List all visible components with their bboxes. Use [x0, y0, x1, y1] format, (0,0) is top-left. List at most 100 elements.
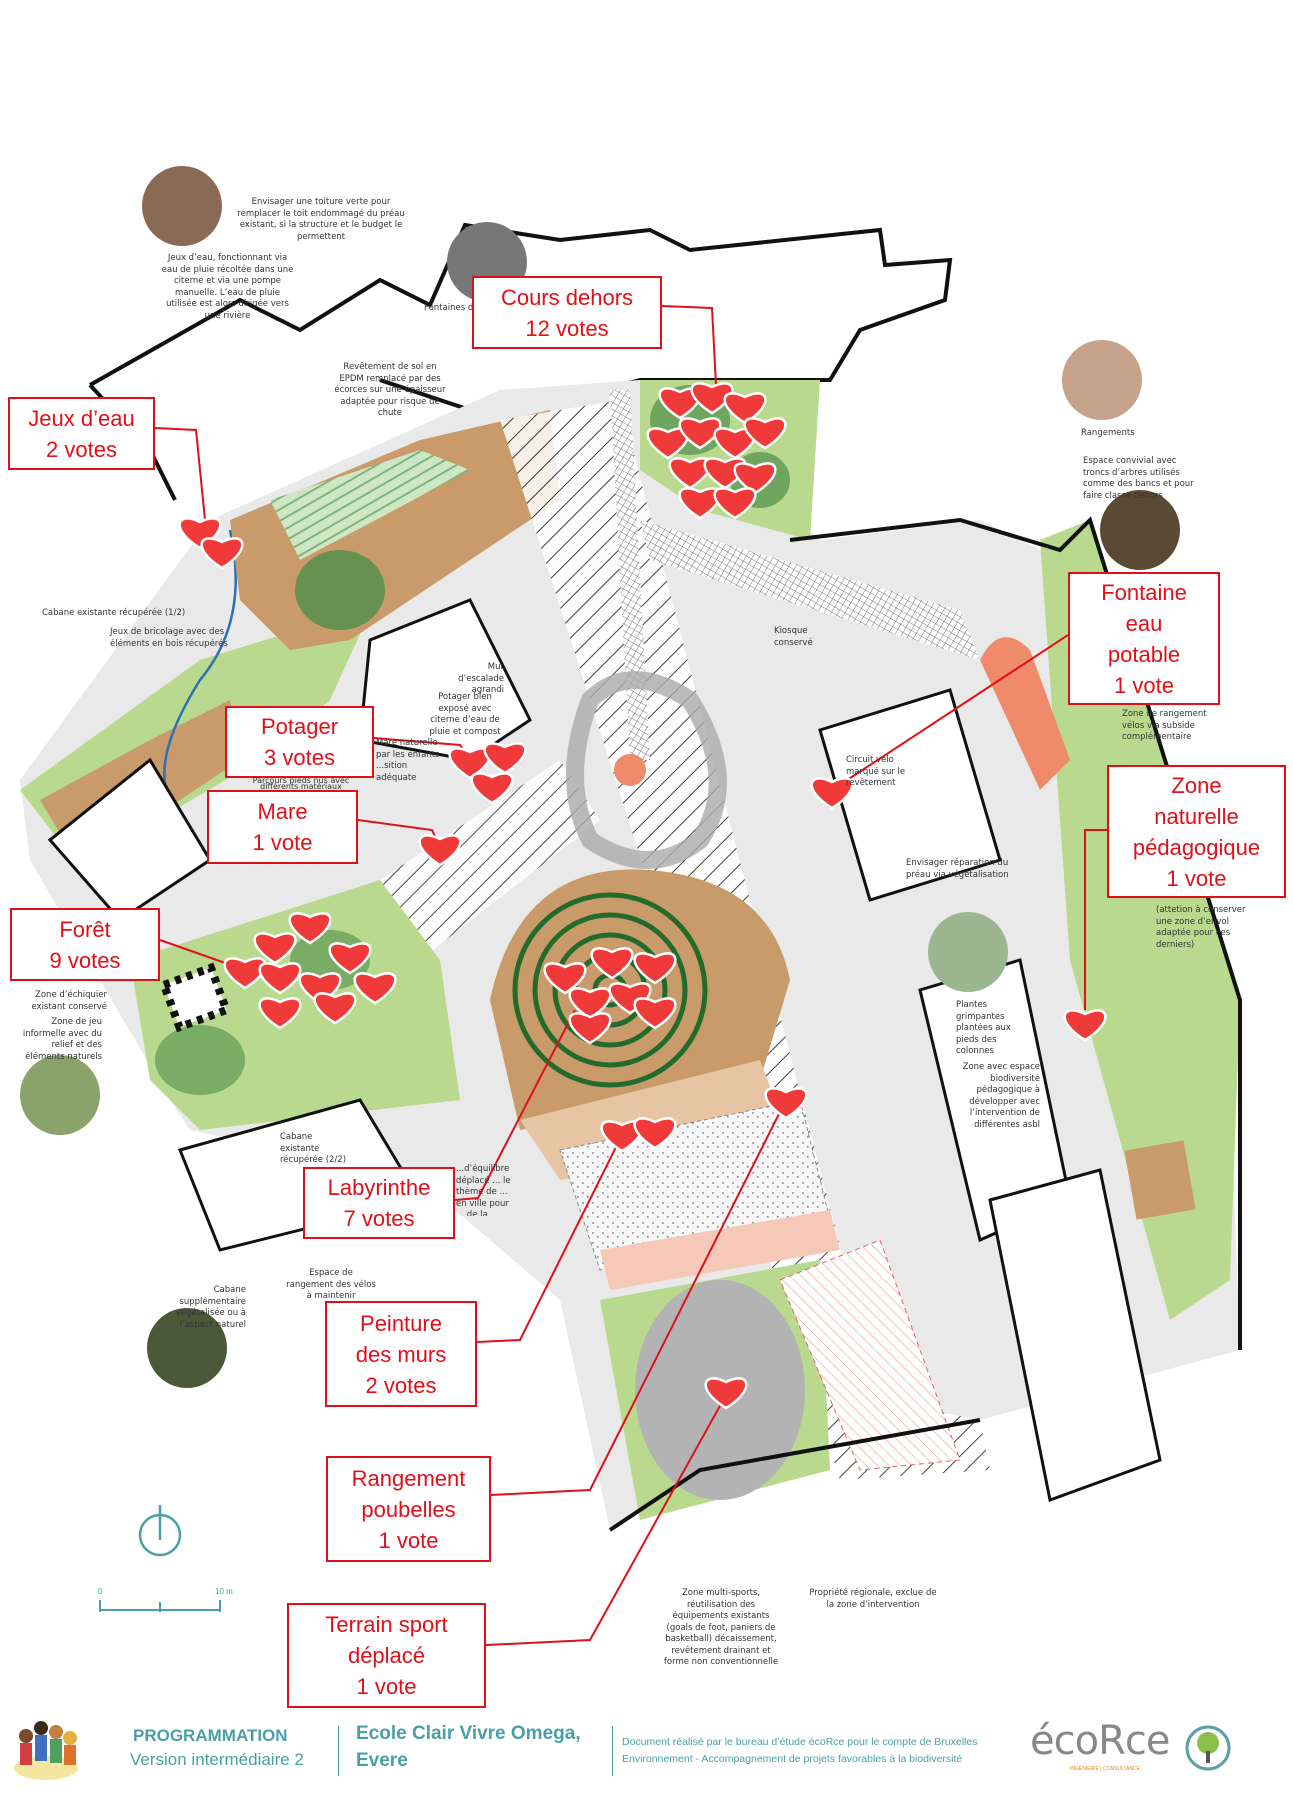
vote-heart-icon: [713, 427, 757, 460]
vote-heart-icon: [200, 537, 244, 570]
vote-heart-icon: [288, 912, 332, 945]
regional-property: [779, 1239, 961, 1471]
note-echiquier: Zone d’échiquier existant conservé: [31, 990, 107, 1012]
vote-count: 1 vote: [1114, 672, 1174, 698]
note-circuit-velo: Circuit vélo marqué sur le revêtement: [846, 755, 906, 788]
building-outline-east: [789, 516, 1242, 1350]
vote-count: 1 vote: [356, 1674, 417, 1699]
photo-tree-trunks: [1100, 490, 1180, 570]
vote-label-title: Rangement: [351, 1465, 466, 1491]
footer-title: PROGRAMMATION: [133, 1726, 288, 1745]
note-velos-maintenir: Espace de rangement des vélos à mainteni…: [286, 1268, 376, 1301]
note-multisports: Zone multi-sports, réutilisation des équ…: [663, 1588, 779, 1667]
vote-leader-line: [661, 305, 717, 386]
building-outline-south: [608, 1418, 981, 1532]
vote-leader-lines: [154, 305, 1107, 1646]
scale-bar: [99, 1600, 221, 1612]
photo-natural-play: [20, 1055, 100, 1135]
vote-heart-icon: [483, 742, 527, 775]
note-propriete: Propriété régionale, exclue de la zone d…: [809, 1588, 937, 1610]
ecorce-logo-subtitle: INGÉNIERIE | CONSULTANCE: [1070, 1766, 1141, 1772]
ecorce-logo-text: écoRce: [1030, 1718, 1170, 1764]
vote-leader-line: [831, 634, 1069, 791]
note-jeux-eau: Jeux d’eau, fonctionnant via eau de plui…: [161, 253, 294, 321]
scale-end: 10 m: [215, 1587, 233, 1596]
note-bricolage: Jeux de bricolage avec des éléments en b…: [110, 627, 228, 649]
vote-heart-icon: [418, 834, 462, 867]
vote-heart-icon: [713, 487, 757, 520]
note-cabane-sup: Cabane supplémentaire végétalisée ou à l…: [175, 1285, 246, 1330]
vote-label-title: poubelles: [361, 1496, 456, 1522]
vote-label-title: des murs: [355, 1341, 447, 1367]
vote-label-title: Zone: [1171, 772, 1222, 798]
vote-label-title: Mare: [257, 799, 308, 824]
vote-heart-icon: [258, 962, 302, 995]
note-jeu-informel: Zone de jeu informelle avec du relief et…: [22, 1017, 102, 1062]
vote-leader-line: [485, 1394, 727, 1646]
vote-leader-line: [154, 427, 207, 531]
building: [818, 688, 1002, 902]
photo-storage: [1062, 340, 1142, 420]
note-envol: (attetion à conserver une zone d’envol a…: [1156, 905, 1246, 950]
north-arrow: [138, 1505, 182, 1557]
vote-leader-line: [490, 1099, 787, 1496]
vote-leader-line: [476, 1134, 623, 1343]
vote-heart-icon: [568, 1012, 612, 1045]
note-revetement: Revêtement de sol en EPDM remplacé par d…: [334, 362, 446, 418]
chessboard: [158, 962, 232, 1033]
vote-heart-icon: [253, 932, 297, 965]
vote-heart-icon: [723, 392, 767, 425]
vote-heart-icon: [704, 1377, 748, 1410]
footer-credit-2: Environnement - Accompagnement de projet…: [622, 1753, 963, 1765]
sand-area-east: [1124, 1140, 1196, 1220]
note-fontaines: Fontaines d’e...: [424, 303, 472, 313]
vote-label-title: déplacé: [347, 1643, 426, 1668]
vote-heart-icon: [328, 942, 372, 975]
footer-school-city: Evere: [356, 1750, 408, 1771]
vote-heart-icon: [646, 427, 690, 460]
note-preau: Envisager réparation du préau via végéta…: [906, 858, 1009, 880]
vote-count: 9 votes: [49, 947, 121, 973]
bike-loop: [566, 671, 727, 869]
note-kiosque: Kiosque conservé: [774, 626, 813, 648]
footer-divider: [612, 1726, 613, 1776]
vote-label-title: Forêt: [59, 916, 111, 942]
ecorce-logo: écoRce INGÉNIERIE | CONSULTANCE: [1030, 1718, 1170, 1778]
scale-start: 0: [98, 1587, 103, 1596]
note-escalade: Mur d’escalade agrandi: [458, 662, 504, 695]
vote-label-title: Terrain sport: [325, 1612, 448, 1637]
photo-water-pump: [142, 166, 222, 246]
footer-divider: [338, 1726, 339, 1776]
vote-count: 7 votes: [343, 1206, 415, 1231]
note-cabane-2: Cabane existante récupérée (2/2): [280, 1132, 347, 1165]
bike-circuit-icon: [614, 754, 646, 786]
vote-heart-icon: [764, 1087, 808, 1120]
building: [988, 1168, 1162, 1503]
note-equilibre: ...d’équilibre déplacé ... le thème de .…: [456, 1164, 511, 1216]
note-cabane-1: Cabane existante récupérée (1/2): [42, 608, 186, 618]
footer-credit-1: Document réalisé par le bureau d’étude é…: [622, 1736, 978, 1748]
vote-heart-icon: [448, 747, 492, 780]
vote-label-title: Cours dehors: [500, 284, 634, 310]
note-parcours: Parcours pieds nus avec différents matér…: [252, 776, 350, 791]
footer: PROGRAMMATION Version intermédiaire 2 Ec…: [0, 1718, 1293, 1788]
tree-logo-icon: [1185, 1725, 1231, 1771]
vote-label-foret: Forêt 9 votes: [10, 908, 160, 981]
vote-label-title: pédagogique: [1132, 834, 1261, 860]
vote-label-title: potable: [1107, 641, 1181, 667]
vote-heart-icon: [810, 777, 854, 810]
vote-heart-icon: [1063, 1009, 1107, 1042]
vote-heart-icon: [733, 462, 777, 495]
photo-green-hut: [147, 1308, 227, 1388]
vote-heart-icon: [568, 987, 612, 1020]
vote-count: 2 votes: [46, 436, 117, 462]
note-biodiversite: Zone avec espace biodiversité pédagogiqu…: [962, 1062, 1040, 1130]
